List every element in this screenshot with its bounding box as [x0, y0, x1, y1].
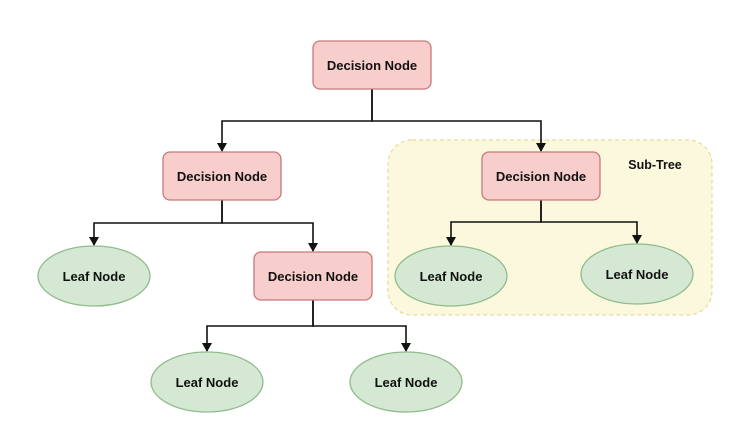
decision-node-box	[162, 151, 282, 201]
leaf-node-label: Leaf Node	[606, 267, 669, 282]
decision-node-label: Decision Node	[177, 169, 267, 184]
decision-node-label: Decision Node	[268, 269, 358, 284]
leaf-node-label: Leaf Node	[63, 269, 126, 284]
subtree-label: Sub-Tree	[628, 158, 682, 172]
decision-node-box	[481, 151, 601, 201]
decision-node-left-decision: Decision Node	[162, 151, 282, 201]
decision-node-box	[312, 40, 432, 90]
edge-root-to-left-decision	[217, 89, 373, 152]
leaf-node-leaf-3: Leaf Node	[580, 243, 694, 305]
decision-node-inner-decision: Decision Node	[253, 251, 373, 301]
leaf-node-leaf-4: Leaf Node	[150, 351, 264, 413]
decision-node-label: Decision Node	[327, 58, 417, 73]
edge-inner-decision-to-leaf-5	[312, 300, 411, 352]
leaf-node-ellipse	[150, 351, 264, 413]
leaf-node-leaf-2: Leaf Node	[394, 245, 508, 307]
edge-left-decision-to-leaf-1	[89, 200, 223, 246]
edges-layer	[89, 89, 642, 352]
edge-left-decision-to-inner-decision	[221, 200, 318, 252]
decision-node-right-decision: Decision Node	[481, 151, 601, 201]
leaf-node-ellipse	[394, 245, 508, 307]
leaf-node-label: Leaf Node	[176, 375, 239, 390]
leaf-node-ellipse	[580, 243, 694, 305]
edge-inner-decision-to-leaf-4	[202, 300, 314, 352]
edge-right-decision-to-leaf-3	[540, 200, 642, 244]
leaf-node-label: Leaf Node	[375, 375, 438, 390]
decision-node-label: Decision Node	[496, 169, 586, 184]
leaf-node-label: Leaf Node	[420, 269, 483, 284]
decision-node-box	[253, 251, 373, 301]
leaf-node-ellipse	[37, 245, 151, 307]
leaf-node-leaf-5: Leaf Node	[349, 351, 463, 413]
leaf-node-ellipse	[349, 351, 463, 413]
leaf-node-leaf-1: Leaf Node	[37, 245, 151, 307]
edge-root-to-right-decision	[371, 89, 546, 152]
decision-node-root: Decision Node	[312, 40, 432, 90]
